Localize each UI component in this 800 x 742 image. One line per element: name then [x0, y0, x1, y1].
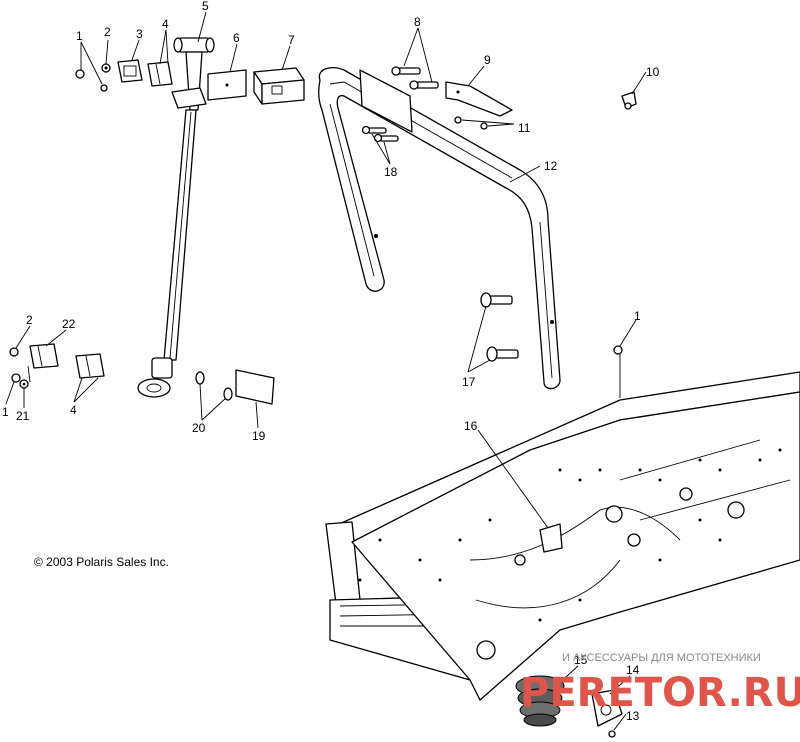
callout-1-right: 1 — [634, 309, 641, 323]
callout-14: 14 — [626, 663, 640, 677]
callout-5: 5 — [202, 0, 209, 13]
callout-18: 18 — [384, 165, 398, 179]
callout-3: 3 — [136, 27, 143, 41]
callout-6: 6 — [233, 31, 240, 45]
callout-20: 20 — [192, 421, 206, 435]
callout-22: 22 — [62, 317, 76, 331]
watermark: И АКСЕССУАРЫ ДЛЯ МОТОТЕХНИКИ PERETOR.RU — [520, 652, 800, 716]
callout-2-top: 2 — [104, 25, 111, 39]
steering-post — [137, 37, 215, 398]
washer-2-left — [9, 347, 19, 357]
callout-11: 11 — [518, 121, 531, 135]
callout-9: 9 — [484, 53, 491, 67]
nut-1-left — [11, 373, 21, 383]
callout-16: 16 — [464, 419, 478, 433]
callout-1-left: 1 — [2, 405, 9, 419]
callout-21: 21 — [16, 409, 30, 423]
screw-13 — [608, 730, 616, 738]
callout-numbers: 1 2 3 4 5 6 7 8 9 10 11 12 18 2 22 1 21 … — [2, 0, 660, 723]
bushing-block-3 — [117, 59, 143, 83]
hoop-12 — [318, 66, 561, 390]
clamp-4-left — [75, 353, 105, 379]
washer-2-top — [101, 63, 111, 73]
clamp-22 — [29, 343, 59, 369]
boot-15 — [515, 675, 565, 727]
callout-1-top: 1 — [76, 29, 83, 43]
watermark-tagline: И АКСЕССУАРЫ ДЛЯ МОТОТЕХНИКИ — [562, 652, 761, 664]
bolt-18 — [361, 125, 399, 143]
nut-11 — [454, 116, 488, 130]
callout-7: 7 — [288, 33, 295, 47]
callout-10: 10 — [646, 65, 660, 79]
clamp-4-top — [147, 61, 173, 87]
leader-lines — [5, 11, 647, 731]
block-7 — [253, 67, 305, 105]
callout-4-left: 4 — [70, 403, 77, 417]
callout-19: 19 — [252, 429, 266, 443]
callout-17: 17 — [462, 375, 476, 389]
callout-8: 8 — [414, 15, 421, 29]
bracket-9 — [445, 81, 513, 117]
nut-1-right — [613, 345, 623, 355]
clip-plate-14 — [591, 689, 623, 727]
callout-15: 15 — [574, 653, 588, 667]
plate-19 — [235, 369, 275, 405]
callout-2-left: 2 — [26, 313, 33, 327]
washer-20 — [195, 371, 233, 401]
watermark-brand: PERETOR.RU — [520, 670, 800, 716]
bolt-17 — [480, 292, 519, 362]
callout-13: 13 — [626, 709, 640, 723]
nut-1-top — [75, 69, 108, 92]
callout-12: 12 — [544, 159, 558, 173]
washer-21 — [19, 379, 29, 389]
copyright-text: © 2003 Polaris Sales Inc. — [34, 555, 169, 569]
bolt-8a — [391, 66, 421, 76]
callout-4-top: 4 — [162, 17, 169, 31]
plate-6 — [207, 69, 247, 101]
bolt-8b — [409, 80, 439, 90]
clip-10 — [621, 91, 637, 110]
chassis-frame — [325, 371, 800, 701]
